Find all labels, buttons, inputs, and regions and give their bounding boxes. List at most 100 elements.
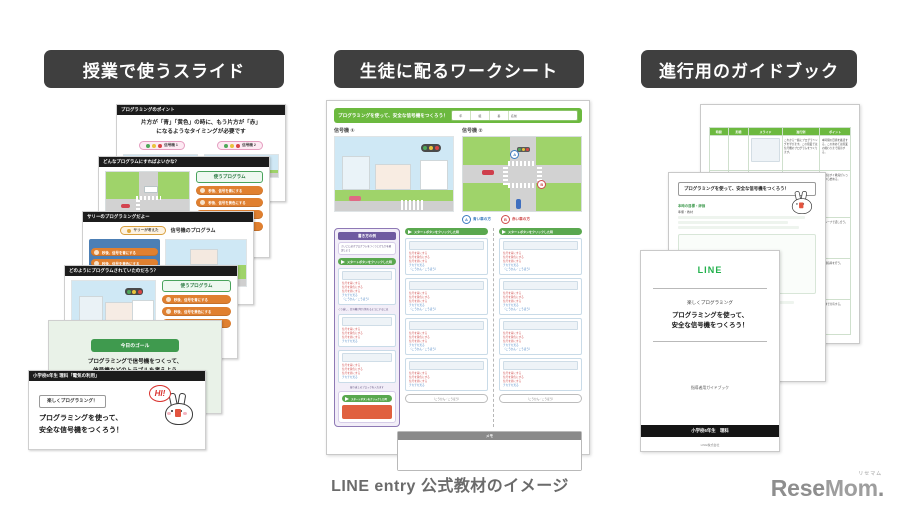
resemom-logo: リセマム ReseMom. (771, 470, 884, 501)
worksheet-memo[interactable]: メモ (397, 431, 582, 472)
title-line-1: プログラミングを使って、 (39, 414, 123, 422)
resemom-logo-wordmark: ReseMom. (771, 475, 884, 501)
step-line: 信号を青にする (409, 252, 428, 255)
step-line: チカチカ光る (503, 384, 519, 388)
row-time (710, 136, 729, 170)
howto-tip: くり返し、信号機が切り替わるようにするには (338, 308, 389, 312)
signal-pill-1: 信号機 1 (139, 141, 185, 151)
step-line: チカチカ光る (409, 384, 425, 388)
step-line: 信号を青にする (409, 292, 428, 296)
table-col-slide: スライド (749, 128, 783, 135)
worksheet-intersection-map: A B (462, 136, 582, 212)
block-dot-icon (165, 309, 171, 314)
column-header-worksheet-label: 生徒に配るワークシート (359, 61, 559, 81)
row-slide-thumb (749, 136, 783, 170)
name-field-class[interactable]: 組 (471, 111, 490, 120)
slide-2-panel-title: 使うプログラム (196, 171, 263, 183)
step-line: （こうかん／こうほう） (503, 348, 532, 352)
legend-b-label: 赤い車の方 (511, 217, 530, 221)
step-number-input[interactable] (342, 271, 392, 281)
red-lamp-icon (526, 148, 530, 152)
name-field-name[interactable]: 名前 (510, 113, 517, 118)
red-lamp-icon (435, 146, 440, 151)
slide-title-cover: 小学校6年生 理科「電気の利用」 楽しくプログラミング！ プログラミングを使って… (28, 370, 206, 450)
resemom-logo-ruby: リセマム (858, 471, 882, 477)
row-mode (729, 136, 750, 170)
signal-pill-2-label: 信号機 2 (242, 143, 256, 148)
howto-tip-2: 繰り返しのブロックを入れます (350, 386, 384, 390)
step-line: 信号を黄色にする (342, 368, 363, 372)
row-point: グループで話し合う。 (821, 220, 848, 224)
column-a-start-block: スタートボタンをクリックした時 (405, 228, 488, 235)
step-line: （こうかん／こうほう） (342, 298, 371, 302)
row-desc: これから一緒にプログラミングを学びます。この授業では信号機のプログラムをつくりま… (783, 136, 821, 170)
hi-speech-label: HI! (154, 389, 166, 398)
sally-badge-label: サリーが考えた (133, 228, 159, 232)
cony-eye-right (180, 410, 182, 412)
step-number-input[interactable] (409, 281, 484, 291)
cover-title-2: 安全な信号機をつくろう！ (671, 321, 749, 329)
step-line: 信号を黄色にする (409, 256, 430, 260)
cover-kind: 指導者用ガイドブック (691, 386, 729, 391)
step-number-input[interactable] (342, 353, 392, 363)
worksheet-page: プログラミングを使って、安全な信号機をつくろう！ 年 組 番 名前 信号機 ① (326, 100, 590, 472)
yellow-lamp-icon (132, 289, 137, 294)
red-lamp-icon (158, 143, 163, 148)
step-line: 信号を青にする (342, 282, 361, 286)
step-number-input[interactable] (503, 241, 578, 250)
fun-programming-tag: 楽しくプログラミング！ (39, 394, 106, 408)
worksheet-title-bar: プログラミングを使って、安全な信号機をつくろう！ 年 組 番 名前 (334, 108, 582, 123)
program-block: 秒後、信号を黄色にする (161, 307, 231, 316)
line-logo: LINE (697, 265, 723, 275)
step-number-input[interactable] (503, 281, 578, 291)
step-line: 信号を青にする (503, 292, 522, 296)
step-line: （こうかん／こうほう） (409, 308, 438, 312)
name-field-year[interactable]: 年 (452, 111, 471, 120)
play-icon (408, 229, 412, 234)
step-number-input[interactable] (409, 321, 484, 331)
guidebook-cover-page: LINE 楽しくプログラミング プログラミングを使って、 安全な信号機をつくろう… (640, 250, 780, 452)
worksheet-section-2-title: 信号機 ② (462, 128, 483, 134)
yellow-lamp-icon (522, 148, 526, 152)
step-line: 信号を赤にする (342, 290, 361, 294)
worksheet-section-1-title: 信号機 ① (334, 128, 355, 134)
column-header-slides: 授業で使うスライド (44, 50, 284, 88)
block-dot-icon (200, 200, 206, 205)
slide-3-titlebar: サリーのプログラミングだよー (83, 212, 253, 222)
column-a-step: 信号を青にする 信号を黄色にする 信号を赤にする チカチカ光る (405, 358, 488, 392)
column-header-guidebook-label: 進行用のガイドブック (658, 61, 840, 81)
hi-speech-bubble: HI! (149, 385, 171, 402)
step-number-input[interactable] (342, 317, 392, 327)
step-line: 信号を黄色にする (503, 256, 524, 260)
step-number-input[interactable] (503, 361, 578, 371)
row-point: 机間指導を行う。 (821, 261, 843, 265)
step-line: チカチカ光る (503, 304, 519, 308)
column-a-footer: （こうかん／こうほう） (405, 394, 488, 404)
program-block-label: 秒後、信号を黄色にする (208, 201, 246, 205)
step-number-input[interactable] (503, 321, 578, 331)
step-line: 信号を黄色にする (409, 376, 430, 380)
program-block-label: 秒後、信号を青にする (173, 298, 208, 302)
placeholder-line (678, 221, 789, 224)
student-name-fields[interactable]: 年 組 番 名前 (450, 110, 578, 121)
step-line: 信号を青にする (342, 364, 361, 368)
loop-block-shape (342, 405, 392, 420)
red-lamp-icon (137, 289, 142, 294)
yellow-lamp-icon (152, 143, 157, 148)
goal-line-1: プログラミングで信号機をつくって、 (87, 359, 183, 365)
memo-writing-area[interactable] (398, 440, 581, 471)
step-line: 信号を赤にする (503, 380, 522, 384)
column-b-start-block: スタートボタンをクリックした時 (499, 228, 582, 235)
howto-step-card: 信号を青にする 信号を黄色にする 信号を赤にする チカチカ光る (338, 350, 396, 384)
howto-start-block: スタートボタンをクリックした時 (338, 258, 396, 266)
legend-a-marker: A (462, 215, 471, 224)
slide-1-line2: になるようなタイミングが必要です (156, 128, 246, 135)
step-line: 信号を赤にする (342, 372, 361, 376)
column-b-step: 信号を青にする 信号を黄色にする 信号を赤にする チカチカ光る （こうかん／こう… (499, 238, 582, 276)
name-field-number[interactable]: 番 (490, 111, 509, 120)
column-b-start-label: スタートボタンをクリックした時 (508, 229, 554, 234)
step-number-input[interactable] (409, 241, 484, 250)
step-number-input[interactable] (409, 361, 484, 371)
resemom-logo-rese: Rese (770, 475, 825, 501)
